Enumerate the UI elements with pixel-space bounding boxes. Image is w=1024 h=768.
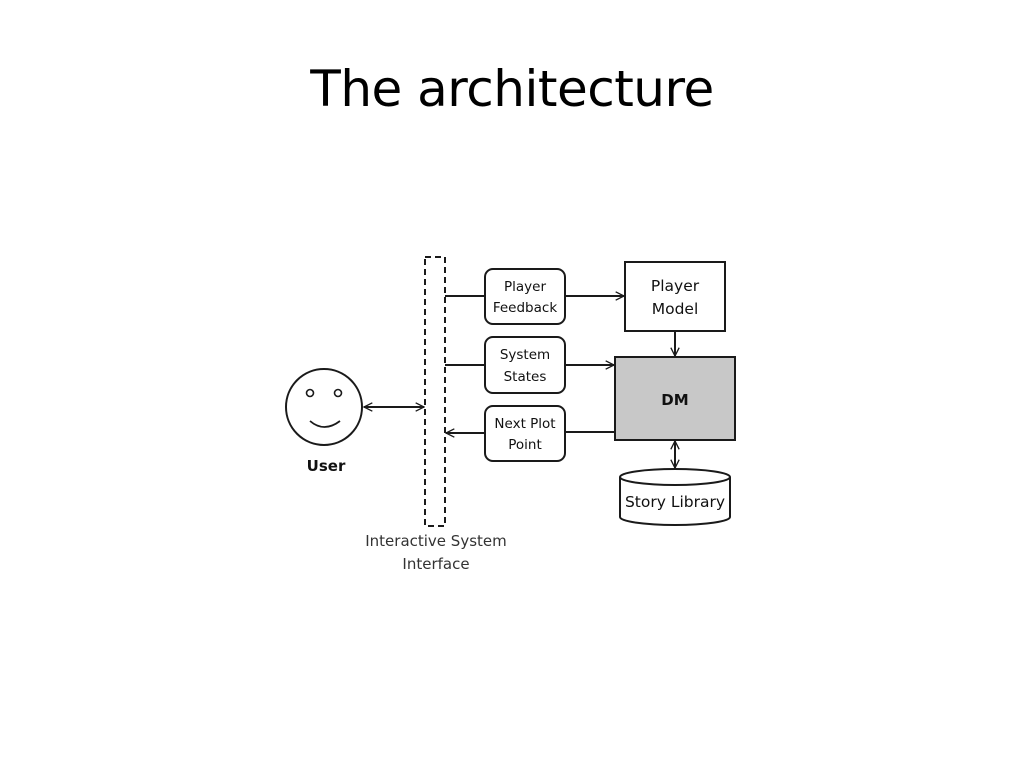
- edges: [364, 296, 675, 468]
- next-plot-point-line1: Next Plot: [494, 416, 555, 432]
- player-feedback-line2: Feedback: [493, 300, 557, 316]
- player-feedback-line1: Player: [504, 279, 546, 295]
- next-plot-point-node: Next Plot Point: [484, 405, 566, 462]
- player-model-line2: Model: [652, 300, 699, 318]
- user-face-icon: [285, 368, 363, 446]
- interface-bar: [424, 256, 446, 527]
- interface-label-line2: Interface: [402, 555, 469, 573]
- story-library-node: Story Library: [619, 468, 731, 526]
- system-states-node: System States: [484, 336, 566, 394]
- system-states-line2: States: [504, 369, 547, 385]
- user-node: User: [285, 368, 363, 475]
- user-left-eye: [305, 388, 315, 398]
- player-model-box: [624, 261, 726, 332]
- player-feedback-node: Player Feedback: [484, 268, 566, 325]
- user-right-eye: [333, 388, 343, 398]
- story-library-cylinder-top: [619, 468, 731, 486]
- interface-node: Interactive System Interface: [365, 256, 507, 573]
- dm-label: DM: [661, 391, 688, 409]
- player-model-line1: Player: [651, 277, 700, 295]
- dm-box: [614, 356, 736, 441]
- player-model-node: Player Model: [624, 261, 726, 332]
- user-label: User: [307, 457, 346, 475]
- slide-title: The architecture: [310, 60, 714, 118]
- story-library-cylinder-body: [619, 477, 731, 526]
- user-smile: [309, 420, 341, 428]
- next-plot-point-line2: Point: [508, 437, 542, 453]
- dm-node: DM: [614, 356, 736, 441]
- interface-label-line1: Interactive System: [365, 532, 507, 550]
- story-library-label: Story Library: [625, 493, 725, 511]
- system-states-line1: System: [500, 347, 550, 363]
